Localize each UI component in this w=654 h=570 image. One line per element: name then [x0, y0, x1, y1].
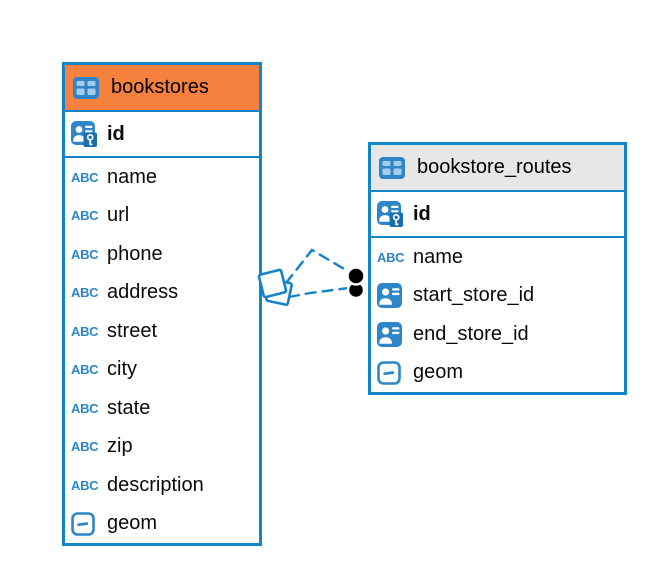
- row-routes-end-store-id[interactable]: end_store_id: [371, 315, 624, 354]
- field-name: geom: [107, 512, 158, 535]
- text-type-icon: ABC: [377, 249, 405, 265]
- text-type-icon: ABC: [71, 208, 99, 224]
- field-name: city: [107, 358, 137, 381]
- geometry-type-icon: [377, 360, 407, 385]
- table-icon: [379, 156, 409, 179]
- row-bookstores-name[interactable]: ABC name: [65, 158, 259, 197]
- row-bookstores-city[interactable]: ABC city: [65, 350, 259, 389]
- row-bookstores-phone[interactable]: ABC phone: [65, 235, 259, 274]
- row-routes-name[interactable]: ABC name: [371, 238, 624, 277]
- geometry-type-icon: [71, 511, 101, 536]
- text-type-icon: ABC: [71, 323, 99, 339]
- field-name: zip: [107, 435, 133, 458]
- text-type-icon: ABC: [71, 439, 99, 455]
- table-title: bookstore_routes: [417, 156, 572, 178]
- row-routes-id[interactable]: id: [371, 192, 624, 238]
- relationship-source-diamond-markers[interactable]: [257, 268, 293, 306]
- entity-table-bookstores[interactable]: bookstores id ABC name: [62, 62, 262, 546]
- table-icon: [73, 76, 103, 99]
- field-name: url: [107, 204, 130, 227]
- table-title: bookstores: [111, 76, 209, 98]
- row-bookstores-address[interactable]: ABC address: [65, 273, 259, 312]
- primary-key-name: id: [107, 122, 125, 145]
- row-bookstores-description[interactable]: ABC description: [65, 466, 259, 505]
- primary-key-icon: [377, 201, 407, 227]
- row-routes-geom[interactable]: geom: [371, 353, 624, 392]
- text-type-icon: ABC: [71, 285, 99, 301]
- field-name: name: [413, 245, 464, 268]
- table-header-bookstores[interactable]: bookstores: [65, 65, 259, 112]
- text-type-icon: ABC: [71, 169, 99, 185]
- text-type-icon: ABC: [71, 246, 99, 262]
- row-bookstores-street[interactable]: ABC street: [65, 312, 259, 351]
- field-name: state: [107, 396, 151, 419]
- reference-type-icon: [377, 321, 407, 347]
- relationship-edge-upper[interactable]: [284, 248, 353, 285]
- field-name: geom: [413, 361, 464, 384]
- primary-key-icon: [71, 121, 101, 147]
- row-bookstores-url[interactable]: ABC url: [65, 196, 259, 235]
- field-name: address: [107, 281, 179, 304]
- row-bookstores-geom[interactable]: geom: [65, 504, 259, 543]
- text-type-icon: ABC: [71, 477, 99, 493]
- row-bookstores-id[interactable]: id: [65, 112, 259, 158]
- relationship-edge-lower[interactable]: [287, 286, 351, 299]
- relationship-target-dot-markers[interactable]: [346, 266, 366, 300]
- text-type-icon: ABC: [71, 362, 99, 378]
- field-name: street: [107, 319, 158, 342]
- row-routes-start-store-id[interactable]: start_store_id: [371, 276, 624, 315]
- field-name: name: [107, 165, 158, 188]
- entity-table-bookstore-routes[interactable]: bookstore_routes id ABC name: [368, 142, 627, 395]
- primary-key-name: id: [413, 202, 431, 225]
- field-name: end_store_id: [413, 322, 529, 345]
- field-name: start_store_id: [413, 284, 535, 307]
- reference-type-icon: [377, 283, 407, 309]
- text-type-icon: ABC: [71, 400, 99, 416]
- field-name: phone: [107, 242, 163, 265]
- table-header-bookstore-routes[interactable]: bookstore_routes: [371, 145, 624, 192]
- row-bookstores-zip[interactable]: ABC zip: [65, 427, 259, 466]
- field-name: description: [107, 473, 204, 496]
- row-bookstores-state[interactable]: ABC state: [65, 389, 259, 428]
